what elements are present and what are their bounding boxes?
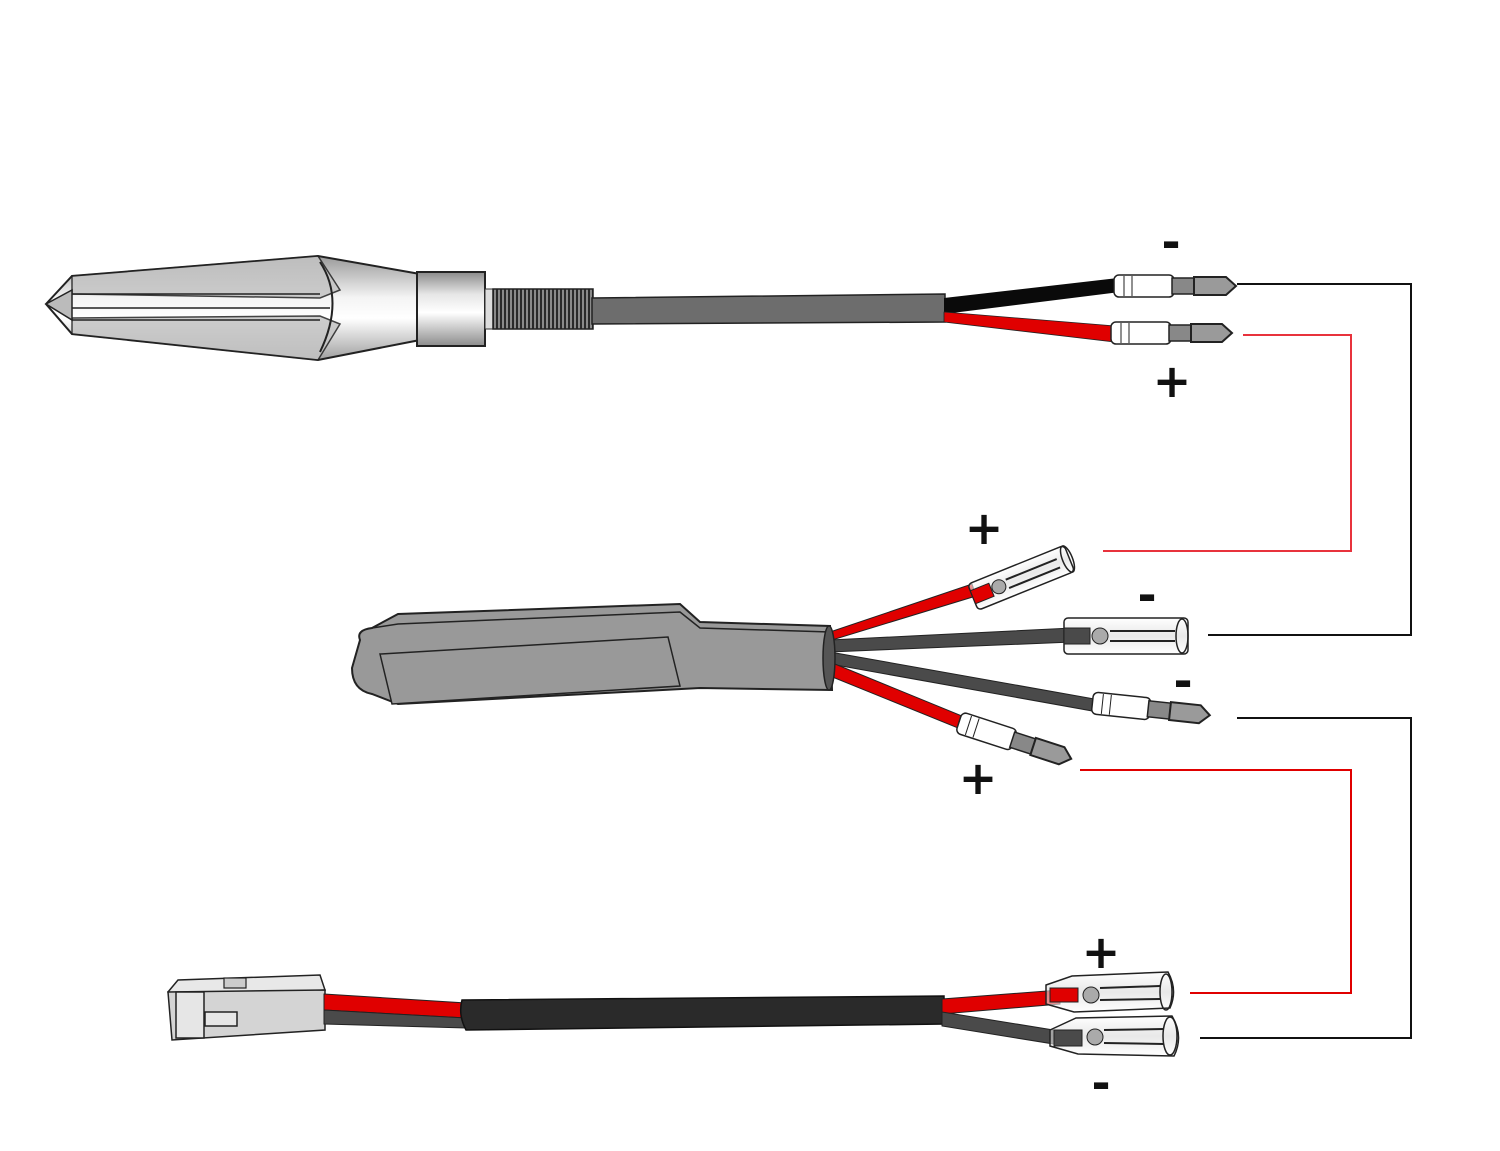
led-indicator [44,254,1238,362]
black-sleeve [459,995,945,1031]
polarity-label-minus: - [1137,568,1157,622]
connection-negative-lower [1200,717,1412,1039]
threaded-stem [484,288,494,330]
sleeve-terminal-plus [968,545,1076,610]
polarity-label-minus: - [1173,654,1193,708]
polarity-label-plus: + [964,501,1004,555]
wire-red [943,311,1116,343]
indicator-collar [416,271,486,347]
wire-red-upper [829,583,977,641]
bullet-terminal-minus [1113,274,1238,298]
sleeve-terminal-minus [1049,1015,1180,1057]
bullet-terminal-plus [956,712,1073,766]
polarity-label-plus: + [1152,354,1192,408]
bullet-terminal-plus [1110,321,1234,345]
adapter-harness [166,971,1180,1057]
bullet-terminal-minus [1091,691,1212,725]
polarity-label-minus: - [1091,1056,1111,1110]
wire-black-out [941,1011,1067,1047]
polarity-label-plus: + [1081,925,1121,979]
wire-black [944,278,1120,314]
connection-lines [1080,283,1412,1039]
wire-black-upper [829,627,1073,653]
connection-positive-upper [1103,334,1352,552]
polarity-label-plus: + [958,751,998,805]
polarity-label-minus: - [1161,215,1181,269]
load-resistor [350,545,1212,766]
connection-positive-lower [1080,769,1352,994]
wire-red-out [941,989,1061,1015]
plug-connector [166,974,327,1041]
sleeve-terminal-minus [1063,617,1189,655]
indicator-cable [591,293,946,325]
connection-negative-upper [1208,283,1412,636]
sleeve-terminal-plus [1045,971,1175,1013]
